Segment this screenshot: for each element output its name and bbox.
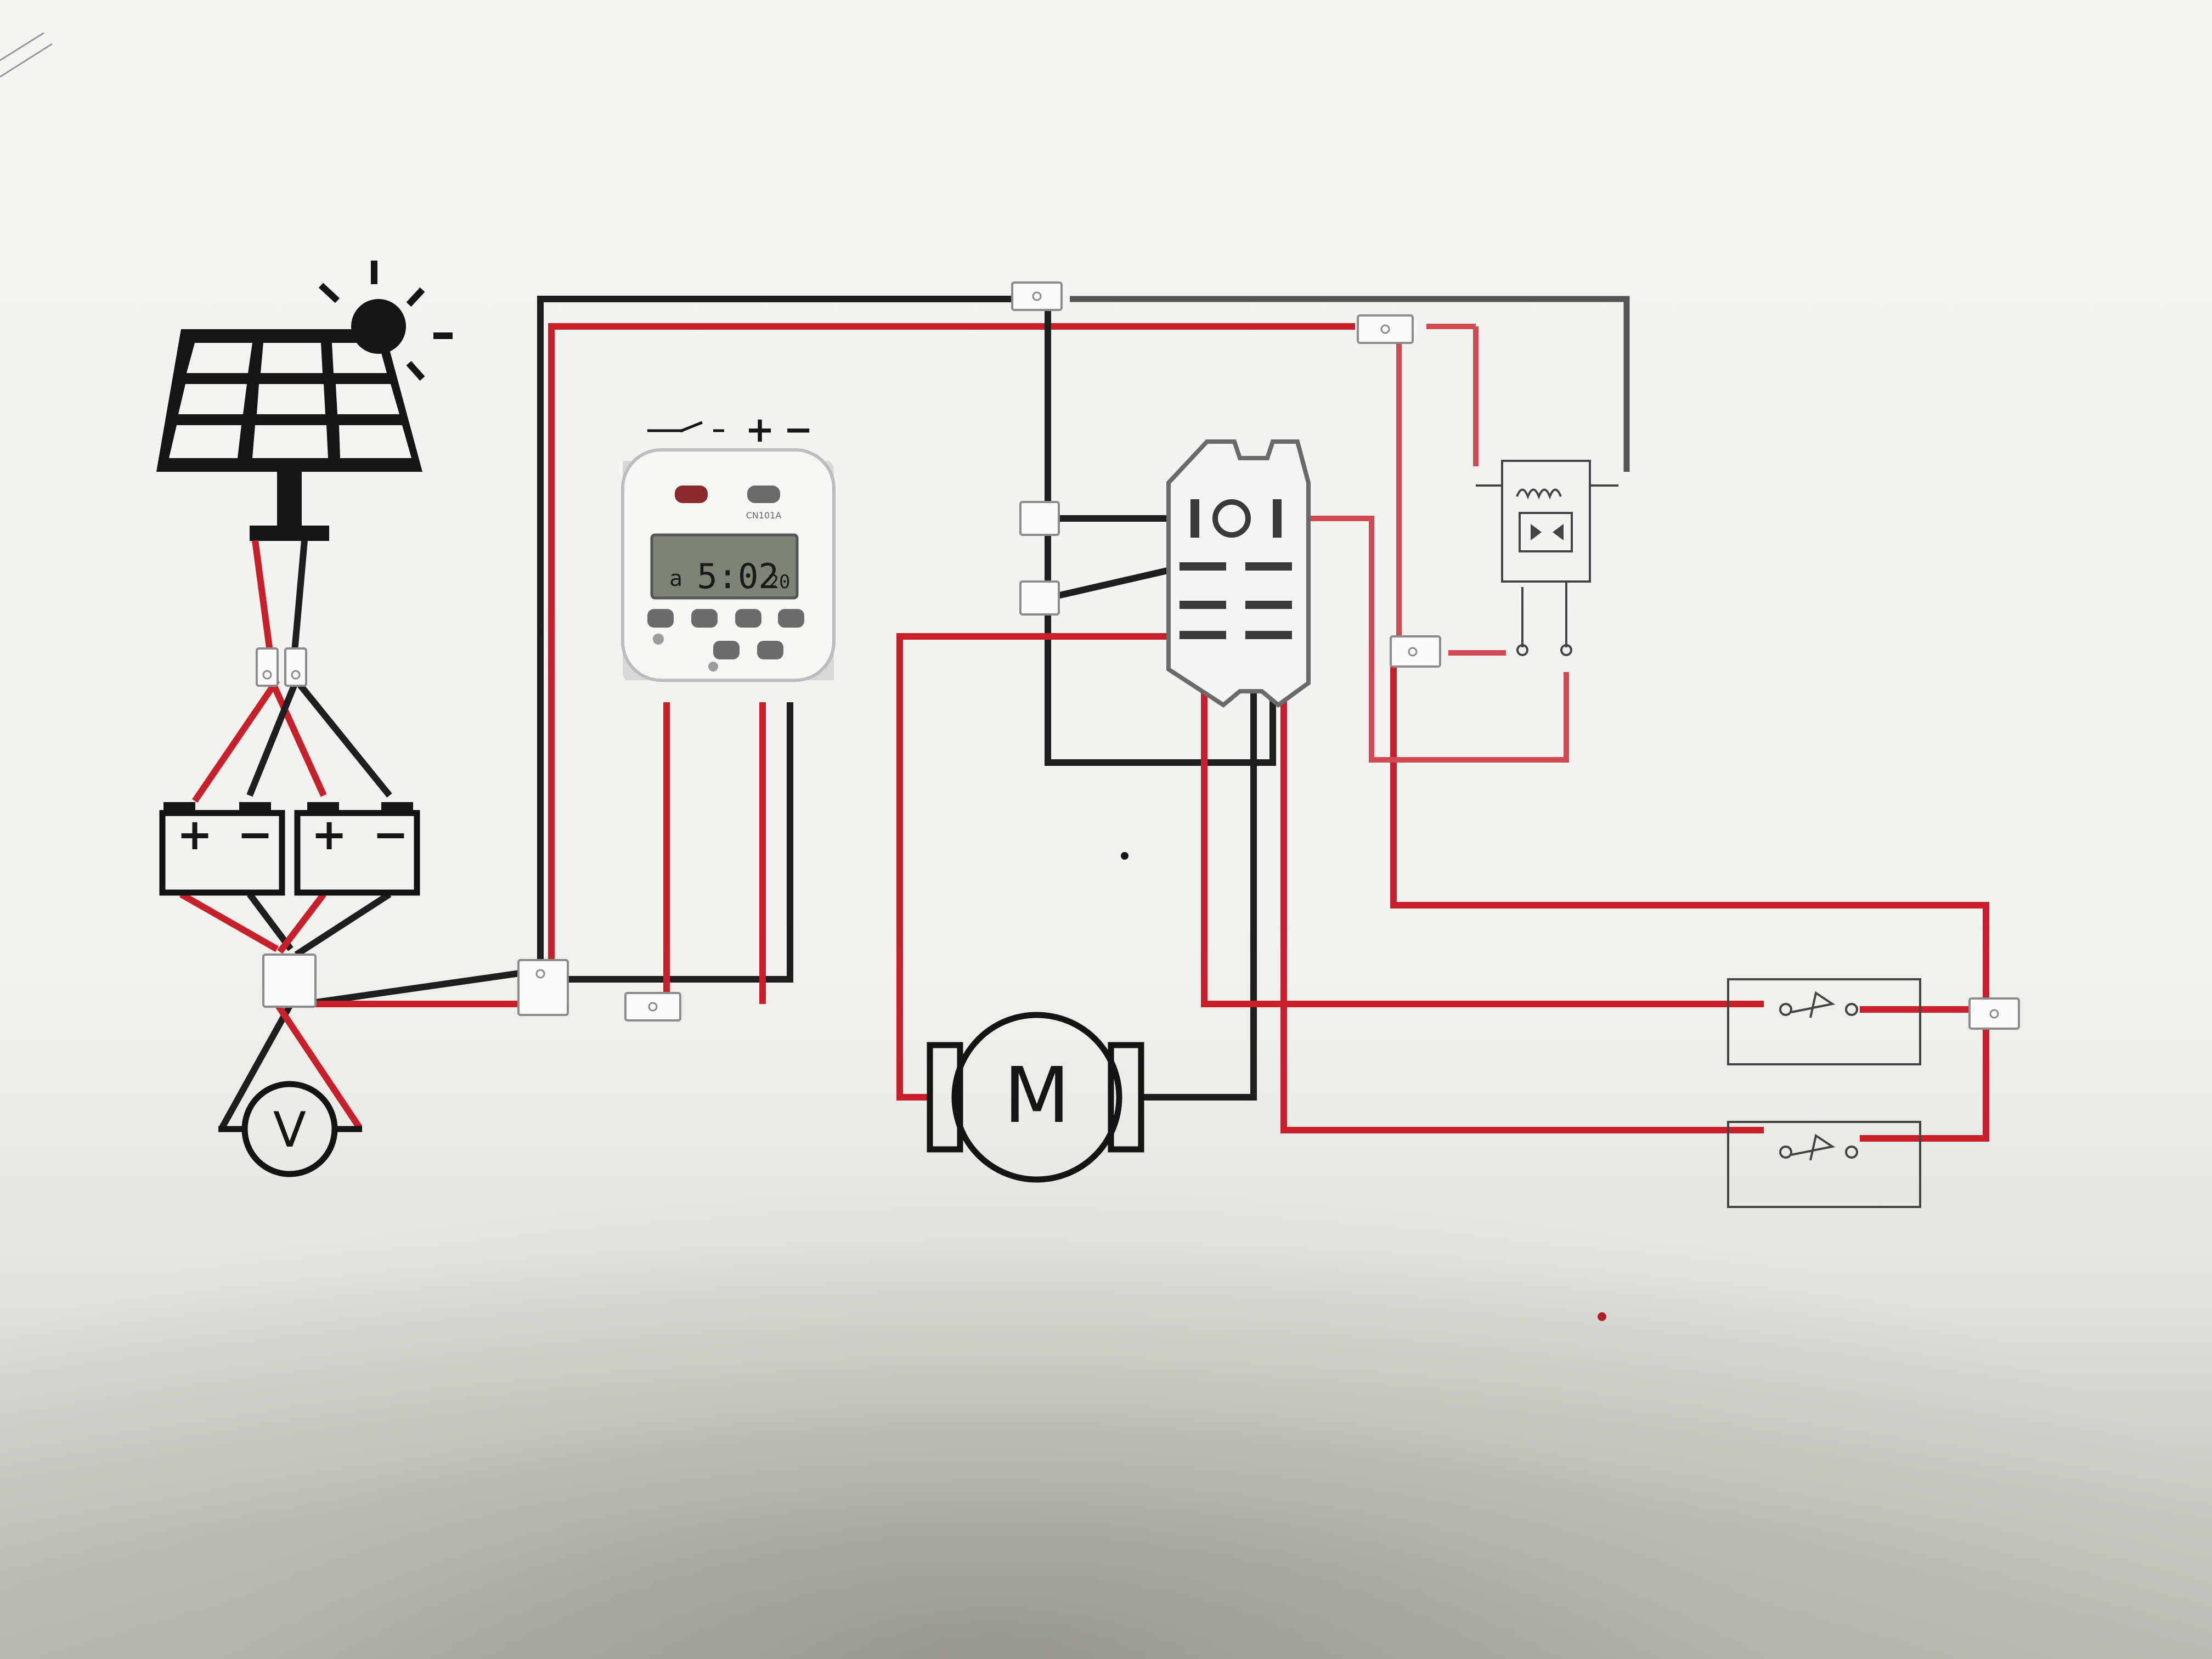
battery-right-plus: + bbox=[311, 810, 347, 860]
wire-voltmeter-positive bbox=[274, 1002, 362, 1130]
timer-display-day: a bbox=[669, 566, 682, 591]
battery-left-icon bbox=[159, 802, 285, 896]
aux-relay-icon bbox=[1476, 460, 1618, 656]
wire-relay-coil-sig bbox=[1047, 565, 1181, 601]
timer-header-plus: + bbox=[745, 410, 775, 450]
wire-limit-common bbox=[1390, 661, 1989, 1013]
terminal-top-left bbox=[1011, 281, 1063, 311]
wire-panel-negative bbox=[290, 540, 308, 664]
terminal-blocks bbox=[256, 281, 2020, 1030]
terminal-bus bbox=[517, 959, 569, 1016]
wire-motor-negative bbox=[1141, 636, 1257, 1101]
wire-limit-switch-2 bbox=[1280, 636, 1764, 1133]
wire-limit-return bbox=[1860, 1015, 1989, 1142]
wire-aux-relay-loop bbox=[1300, 516, 1569, 763]
timer-display-seconds: 20 bbox=[768, 571, 791, 593]
ink-dot bbox=[1121, 852, 1128, 860]
battery-left-plus: + bbox=[177, 810, 212, 860]
wire-limit-switch-1 bbox=[1201, 636, 1764, 1007]
terminal-battery-junction bbox=[262, 953, 317, 1008]
relay-socket-icon bbox=[1166, 439, 1311, 708]
terminal-relay-2 bbox=[1019, 580, 1060, 616]
terminal-aux bbox=[1390, 635, 1441, 668]
motor-icon bbox=[927, 1012, 1144, 1183]
timer-brand-label: CN101A bbox=[746, 510, 782, 521]
voltmeter-symbol: V bbox=[273, 1102, 306, 1158]
wire-top-negative bbox=[537, 296, 1026, 971]
wire-top-negative-right bbox=[1070, 296, 1630, 472]
timer-display-time: 5:02 bbox=[697, 556, 778, 596]
terminal-panel-pos bbox=[256, 647, 279, 687]
terminal-timer bbox=[624, 992, 681, 1022]
motor-symbol: M bbox=[1004, 1051, 1070, 1141]
wire-panel-positive bbox=[252, 540, 275, 664]
wire-timer-negative bbox=[549, 702, 793, 983]
terminal-top-right bbox=[1357, 314, 1414, 344]
ink-dot-red bbox=[1598, 1312, 1606, 1321]
limit-switch-upper-icon bbox=[1727, 978, 1921, 1065]
voltmeter-icon bbox=[218, 1081, 362, 1177]
timer-header-minus: − bbox=[783, 410, 813, 450]
terminal-panel-neg bbox=[284, 647, 307, 687]
battery-interconnect bbox=[179, 678, 392, 958]
limit-switch-lower-icon bbox=[1727, 1121, 1921, 1208]
timer-icon bbox=[621, 421, 836, 682]
sun-icon bbox=[318, 261, 453, 381]
battery-right-minus: − bbox=[373, 810, 408, 860]
battery-left-minus: − bbox=[237, 810, 273, 860]
terminal-limit-common bbox=[1968, 997, 2020, 1030]
solar-panel-icon bbox=[156, 329, 422, 541]
wire-motor-positive bbox=[896, 633, 1193, 1101]
battery-right-icon bbox=[294, 802, 420, 896]
wire-bus-negative bbox=[304, 968, 535, 1007]
wire-voltmeter-negative bbox=[219, 1002, 294, 1129]
terminal-relay-1 bbox=[1019, 501, 1060, 536]
paper-scratch-marks bbox=[0, 32, 53, 78]
